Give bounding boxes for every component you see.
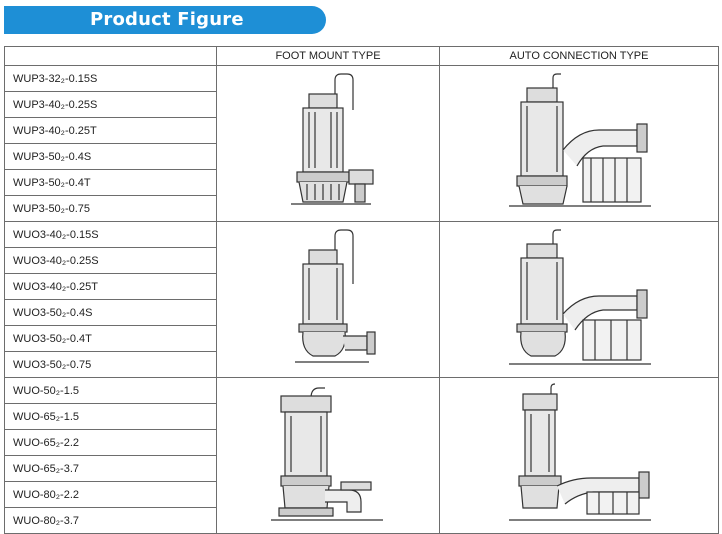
table-row: WUP3-50₂-0.4S: [4, 143, 719, 170]
table-row: WUO3-40₂-0.25T: [4, 273, 719, 300]
model-cell: WUO3-50₂-0.75: [4, 351, 217, 378]
model-cell: WUP3-40₂-0.25T: [4, 117, 217, 144]
model-cell: WUO-65₂-1.5: [4, 403, 217, 430]
table-row: WUO3-40₂-0.15S: [4, 221, 719, 378]
page-title: Product Figure: [90, 9, 244, 30]
product-figure-table: FOOT MOUNT TYPE AUTO CONNECTION TYPE WUP…: [4, 46, 719, 534]
pump-foot-mount-icon: [291, 72, 374, 205]
model-cell: WUO3-40₂-0.25S: [4, 247, 217, 274]
table-row: WUO-50₂-1.5: [4, 377, 719, 534]
model-cell: WUO-65₂-2.2: [4, 429, 217, 456]
pump-auto-connection-icon: [509, 228, 651, 365]
pump-auto-connection-icon: [509, 72, 651, 207]
title-bar: Product Figure: [4, 6, 326, 34]
table-row: WUO3-50₂-0.4S: [4, 299, 719, 326]
model-cell: WUO3-40₂-0.25T: [4, 273, 217, 300]
table-header-row: FOOT MOUNT TYPE AUTO CONNECTION TYPE: [4, 46, 719, 66]
model-cell: WUP3-50₂-0.75: [4, 195, 217, 222]
model-cell: WUP3-50₂-0.4S: [4, 143, 217, 170]
pump-auto-connection-icon: [509, 382, 651, 521]
table-row: WUO-65₂-1.5: [4, 403, 719, 430]
pump-foot-mount-icon: [295, 228, 376, 363]
auto-connection-figure-cell: [439, 65, 719, 222]
model-cell: WUO-80₂-2.2: [4, 481, 217, 508]
model-cell: WUO-80₂-3.7: [4, 507, 217, 534]
header-foot-mount: FOOT MOUNT TYPE: [216, 46, 440, 66]
table-row: WUP3-50₂-0.4T: [4, 169, 719, 196]
model-cell: WUP3-32₂-0.15S: [4, 65, 217, 92]
foot-mount-figure-cell: [216, 221, 440, 378]
model-cell: WUO3-40₂-0.15S: [4, 221, 217, 248]
model-cell: WUP3-40₂-0.25S: [4, 91, 217, 118]
header-model: [4, 46, 217, 66]
model-cell: WUO-50₂-1.5: [4, 377, 217, 404]
header-auto-connection: AUTO CONNECTION TYPE: [439, 46, 719, 66]
table-row: WUO-80₂-3.7: [4, 507, 719, 534]
foot-mount-figure-cell: [216, 65, 440, 222]
table-row: WUO3-40₂-0.25S: [4, 247, 719, 274]
model-cell: WUO-65₂-3.7: [4, 455, 217, 482]
model-cell: WUO3-50₂-0.4S: [4, 299, 217, 326]
auto-connection-figure-cell: [439, 221, 719, 378]
model-cell: WUO3-50₂-0.4T: [4, 325, 217, 352]
pump-foot-mount-icon: [271, 386, 383, 521]
model-cell: WUP3-50₂-0.4T: [4, 169, 217, 196]
auto-connection-figure-cell: [439, 377, 719, 534]
table-row: WUP3-32₂-0.15S: [4, 65, 719, 222]
foot-mount-figure-cell: [216, 377, 440, 534]
